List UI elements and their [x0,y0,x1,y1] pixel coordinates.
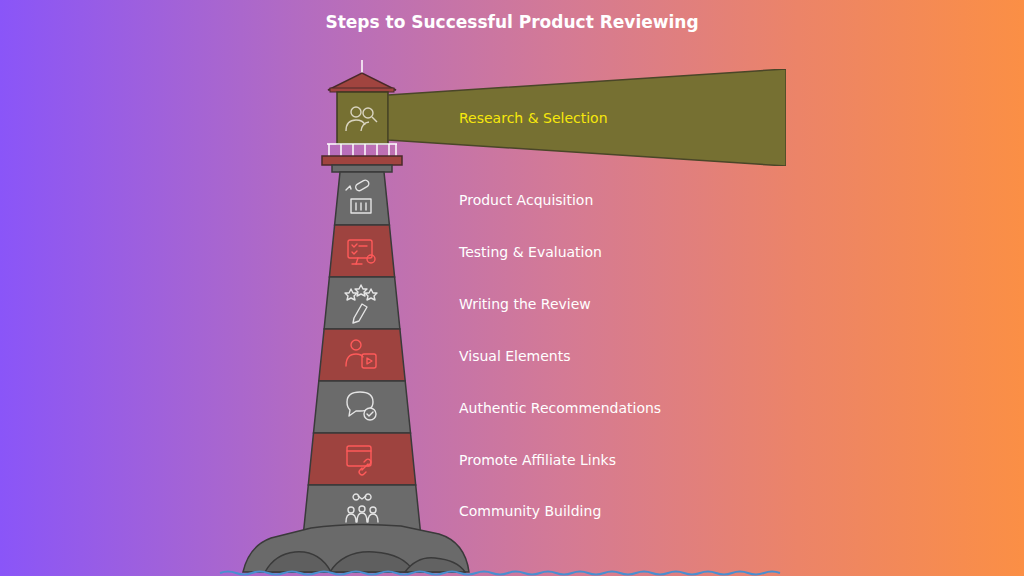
beam-outline [388,69,786,166]
visual-icon [346,340,376,368]
lighthouse-roof [328,73,396,90]
recommendation-icon [347,392,376,420]
affiliate-link-icon [347,446,371,475]
step-label: Community Building [459,502,601,520]
step-label: Research & Selection [459,110,608,126]
gallery-railing [327,144,397,156]
gallery-platform [322,156,402,165]
step-label: Visual Elements [459,347,571,365]
step-label: Testing & Evaluation [459,243,602,261]
acquisition-icon [346,179,371,213]
research-icon [346,107,377,131]
step-label: Promote Affiliate Links [459,451,616,469]
step-label: Product Acquisition [459,191,593,209]
light-beam: Research & Selection [388,69,786,166]
gallery-base [332,165,392,172]
rocks [243,524,469,572]
water-line [220,572,780,575]
antenna [361,60,363,74]
testing-icon [348,240,375,264]
step-label: Authentic Recommendations [459,399,661,417]
beam-content: Research & Selection [388,69,786,166]
lantern-room [337,92,388,144]
diagram-title: Steps to Successful Product Reviewing [0,12,1024,32]
writing-icon [345,285,377,323]
community-icon [346,494,378,522]
tower-bands [303,172,421,537]
step-label: Writing the Review [459,295,591,313]
